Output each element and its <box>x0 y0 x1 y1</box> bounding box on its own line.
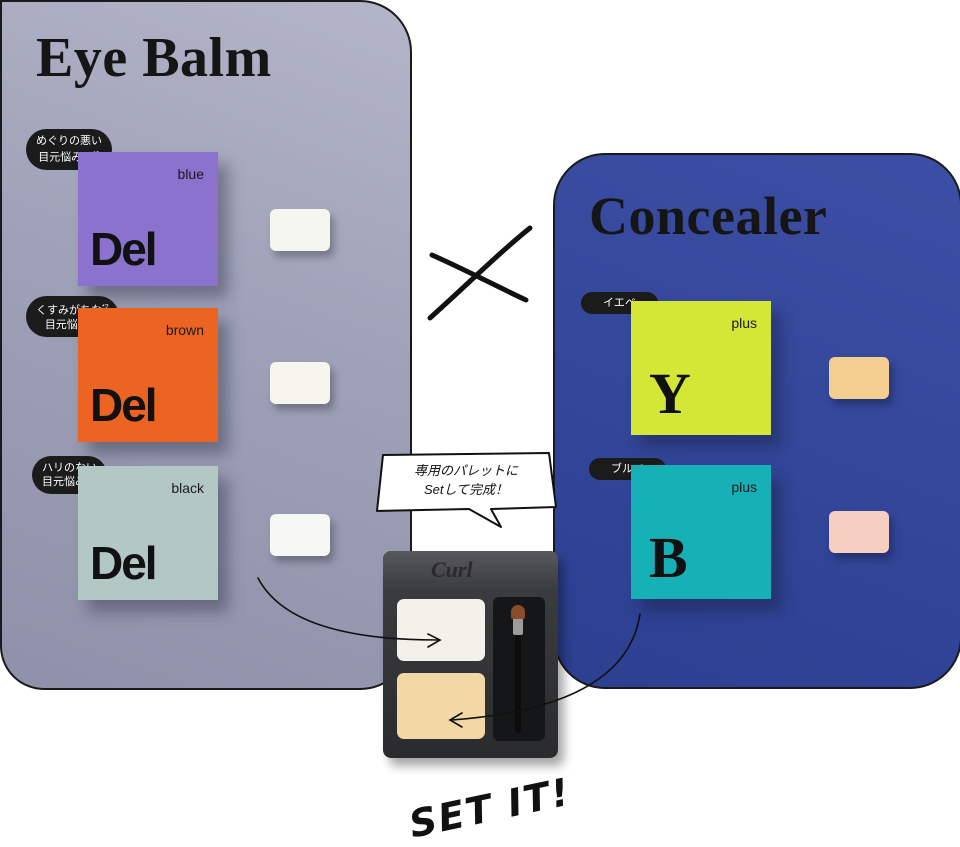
callout-text: 専用のパレットに Setして完成！ <box>413 463 518 497</box>
eye-balm-blue-compact: blue Del <box>78 152 218 286</box>
eye-balm-blue-swatch <box>270 209 330 251</box>
palette-logo: Curl <box>431 557 473 582</box>
palette-concealer-slot <box>397 673 485 739</box>
shade-label: blue <box>177 166 204 182</box>
brush-tip <box>511 605 525 619</box>
shade-label: plus <box>731 479 757 495</box>
shade-label: brown <box>165 322 204 338</box>
concealer-yellow-swatch <box>829 357 889 399</box>
eye-balm-black-compact: black Del <box>78 466 218 600</box>
eye-balm-panel: Eye Balm めぐりの悪い 目元悩みに*1 blue Del くすみがちな*… <box>0 0 412 690</box>
concealer-yellow-compact: plus Y <box>631 301 771 435</box>
eye-balm-brown-compact: brown Del <box>78 308 218 442</box>
eye-balm-brown-swatch <box>270 362 330 404</box>
concealer-panel: Concealer イエベ plus Y ブルベ plus B <box>553 153 960 689</box>
shade-label: black <box>171 480 204 496</box>
palette-eye-balm-slot <box>397 599 485 661</box>
eye-balm-black-swatch <box>270 514 330 556</box>
concealer-blue-swatch <box>829 511 889 553</box>
concealer-title: Concealer <box>589 186 828 246</box>
brand-logo: Del <box>90 537 158 589</box>
brush-icon <box>515 633 521 733</box>
concealer-blue-compact: plus B <box>631 465 771 599</box>
set-it-text: SET IT! <box>405 769 575 847</box>
callout-bubble: 専用のパレットに Setして完成！ <box>373 451 559 528</box>
palette-case: Curl <box>383 551 558 758</box>
shade-letter: Y <box>649 361 691 426</box>
brand-logo: Del <box>90 223 158 275</box>
speech-bubble-icon <box>376 452 557 528</box>
brand-logo: Del <box>90 379 158 431</box>
shade-label: plus <box>731 315 757 331</box>
brush-ferrule <box>513 617 523 635</box>
eye-balm-title: Eye Balm <box>36 27 272 89</box>
shade-letter: B <box>649 525 688 590</box>
